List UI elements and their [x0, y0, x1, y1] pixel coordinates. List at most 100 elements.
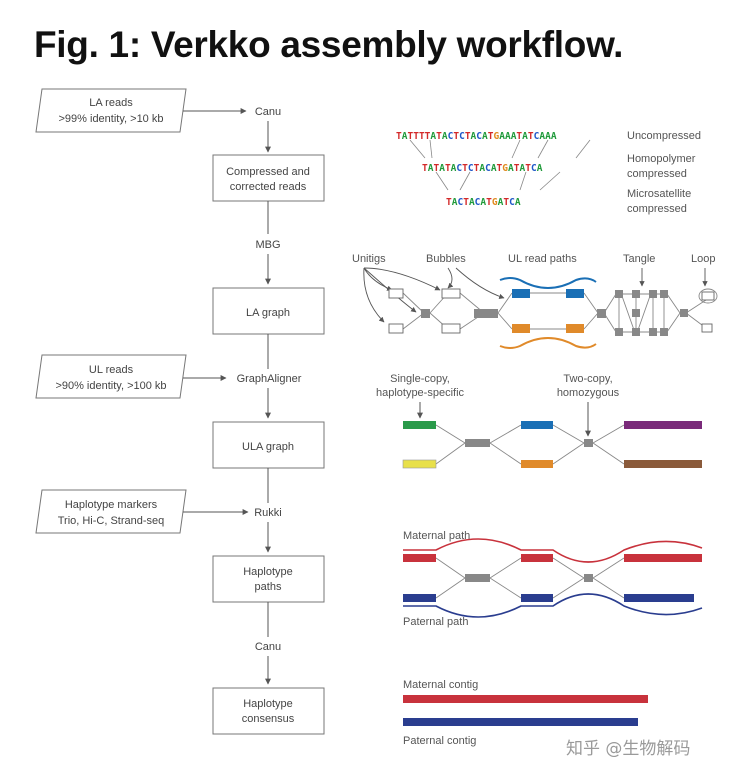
nucleotide-T: T [497, 163, 503, 174]
la-reads-spec: >99% identity, >10 kb [59, 113, 164, 125]
nucleotide-T: T [407, 131, 413, 142]
ul-reads-spec: >90% identity, >100 kb [55, 380, 166, 392]
seq-microsatellite: TACTACATGATCA [446, 197, 521, 208]
tangle-node [632, 290, 640, 298]
tangle-node [632, 309, 640, 317]
bubble-node [441, 323, 461, 334]
single-copy-node-yellow [402, 459, 437, 469]
ula-graph-label: ULA graph [242, 441, 294, 453]
graph-node [474, 309, 498, 318]
nucleotide-C: C [476, 131, 482, 142]
connector [537, 139, 549, 159]
nucleotide-A: A [508, 163, 514, 174]
graph-panel: Unitigs Bubbles UL read paths Tangle Loo… [352, 253, 718, 349]
nucleotide-C: C [534, 131, 540, 142]
unitig-node [388, 288, 404, 299]
ul-read-path-blue [499, 277, 597, 289]
rukki-step: Rukki [254, 507, 282, 519]
paternal-node [624, 594, 694, 602]
connector [459, 171, 471, 191]
haplotype-consensus-line1: Haplotype [243, 698, 293, 710]
tangle-node [660, 328, 668, 336]
haplotype-consensus-box [212, 687, 325, 735]
nucleotide-A: A [428, 163, 434, 174]
nucleotide-T: T [488, 131, 494, 142]
nucleotide-A: A [402, 131, 408, 142]
paternal-node [521, 594, 553, 602]
maternal-contig-bar [403, 695, 648, 703]
nucleotide-C: C [531, 163, 537, 174]
nucleotide-A: A [499, 131, 505, 142]
flowchart: LA reads >99% identity, >10 kb Canu Comp… [35, 88, 325, 735]
haplotype-paths-line1: Haplotype [243, 566, 293, 578]
node-orange [521, 460, 553, 468]
haplotype-paths-line2: paths [255, 581, 282, 593]
nucleotide-C: C [457, 197, 463, 208]
ul-reads-input [35, 354, 187, 399]
label-bubbles: Bubbles [426, 253, 466, 265]
nucleotide-A: A [430, 131, 436, 142]
copy-panel: Single-copy, haplotype-specific Two-copy… [376, 373, 702, 469]
graph-edge [497, 292, 599, 330]
nucleotide-T: T [462, 163, 468, 174]
ul-node-blue [512, 289, 530, 298]
haplotype-paths-box [212, 555, 325, 603]
label-loop: Loop [691, 253, 715, 265]
nucleotide-T: T [528, 131, 534, 142]
loop-ring [698, 288, 718, 304]
maternal-path-curve [403, 538, 703, 563]
mbg-step: MBG [255, 239, 280, 251]
seq-homopolymer: TATATACTCTACATGATATCA [422, 163, 543, 174]
connector [511, 139, 521, 159]
label-microsatellite-1: Microsatellite [627, 188, 691, 200]
label-tangle: Tangle [623, 253, 655, 265]
nucleotide-T: T [514, 163, 520, 174]
nucleotide-A: A [491, 163, 497, 174]
nucleotide-A: A [519, 163, 525, 174]
connector [435, 171, 449, 191]
nucleotide-A: A [505, 131, 511, 142]
nucleotide-T: T [433, 163, 439, 174]
pointer-arrow [363, 267, 441, 291]
tangle-node [615, 290, 623, 298]
nucleotide-A: A [479, 163, 485, 174]
nucleotide-A: A [537, 163, 543, 174]
ul-node-blue [566, 289, 584, 298]
nucleotide-A: A [539, 131, 545, 142]
nucleotide-A: A [545, 131, 551, 142]
canu-step-2: Canu [255, 641, 281, 653]
nucleotide-A: A [482, 131, 488, 142]
graph-edge [402, 292, 485, 330]
nucleotide-T: T [446, 197, 452, 208]
single-copy-node-green [403, 421, 436, 429]
haplotype-markers-input [35, 489, 187, 534]
single-copy-label-1: Single-copy, [390, 373, 450, 385]
graph-node [597, 309, 606, 318]
single-copy-label-2: haplotype-specific [376, 387, 465, 399]
connector [429, 139, 433, 159]
tangle-node [615, 328, 623, 336]
loop-node [701, 291, 715, 301]
nucleotide-C: C [509, 197, 515, 208]
nucleotide-T: T [413, 131, 419, 142]
la-graph-label: LA graph [246, 307, 290, 319]
haplotype-markers-label: Haplotype markers [65, 499, 158, 511]
compression-panel: TATTTTATACTCTACATGAAATATCAAA TATATACTCTA… [396, 130, 701, 215]
tangle-node [649, 290, 657, 298]
two-copy-node [584, 439, 593, 447]
nucleotide-A: A [498, 197, 504, 208]
nucleotide-A: A [452, 197, 458, 208]
ul-read-path-orange [499, 337, 597, 349]
graph-node [680, 309, 688, 317]
paths-panel: Maternal path Paternal path [403, 530, 703, 628]
maternal-node [403, 554, 436, 562]
tangle-node [632, 328, 640, 336]
canu-step-1: Canu [255, 106, 281, 118]
ul-reads-label: UL reads [89, 364, 134, 376]
nucleotide-G: G [493, 131, 499, 142]
paternal-contig-label: Paternal contig [403, 735, 476, 747]
two-copy-label-1: Two-copy, [563, 373, 612, 385]
nucleotide-A: A [451, 163, 457, 174]
label-homopolymer-2: compressed [627, 168, 687, 180]
figure-title: Fig. 1: Verkko assembly workflow. [34, 24, 624, 65]
